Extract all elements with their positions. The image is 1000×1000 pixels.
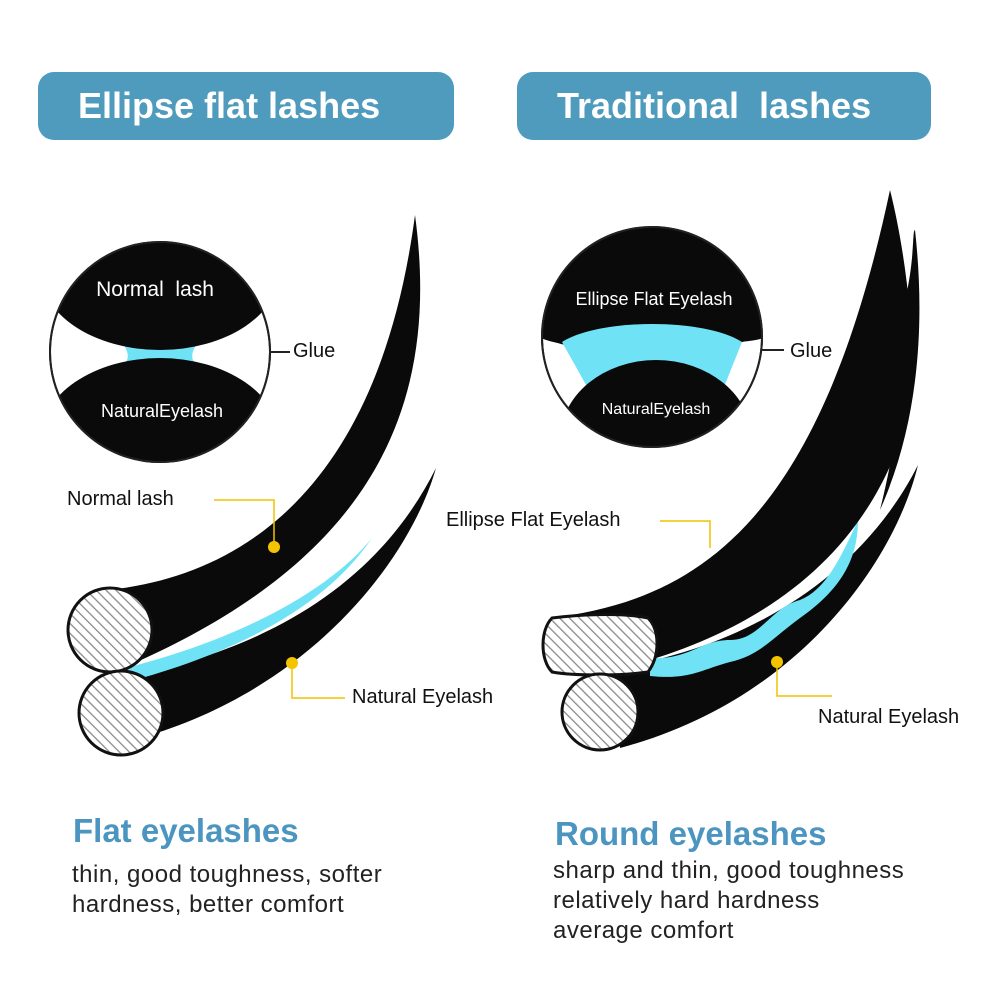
left-natural-eyelash-body [130, 468, 436, 738]
left-inset-top-label: Normal lash [96, 278, 214, 301]
round-eyelashes-description: sharp and thin, good toughness relativel… [553, 856, 904, 946]
flat-eyelashes-description: thin, good toughness, softer hardness, b… [72, 860, 382, 920]
round-description-line-3: average comfort [553, 917, 734, 944]
round-eyelashes-heading: Round eyelashes [555, 815, 827, 852]
right-inset-bottom-label: NaturalEyelash [602, 401, 711, 418]
left-normal-lash-callout: Normal lash [67, 488, 174, 510]
left-inset-bottom-label: NaturalEyelash [101, 401, 223, 421]
left-natural-eyelash-cross-section [77, 669, 165, 757]
right-flat-lash-callout-line [660, 520, 711, 548]
round-description-line-1: sharp and thin, good toughness [553, 857, 905, 884]
right-natural-eyelash-callout: Natural Eyelash [818, 706, 960, 728]
flat-description-line-2: hardness, better comfort [72, 891, 345, 918]
left-lash-illustration [66, 215, 436, 757]
right-banner-title: Traditional lashes [517, 72, 931, 140]
flat-description-line-1: thin, good toughness, softer [72, 861, 383, 888]
left-inset-top-lash [50, 242, 270, 350]
left-banner-title: Ellipse flat lashes [38, 72, 454, 140]
right-glue-strip [650, 520, 858, 677]
right-natural-eyelash-callout-dot [771, 656, 783, 668]
right-natural-eyelash-cross-section [560, 672, 640, 752]
left-inset-bottom-lash [50, 358, 270, 462]
right-inset-top-lash [542, 227, 762, 350]
right-inset-diagram [541, 226, 784, 448]
left-normal-lash-callout-line [214, 499, 275, 546]
right-flat-lash-cross-section [541, 613, 659, 677]
left-natural-eyelash-callout: Natural Eyelash [352, 686, 494, 708]
right-flat-lash-callout: Ellipse Flat Eyelash [446, 509, 621, 531]
right-glue-label: Glue [790, 340, 833, 362]
right-natural-eyelash-body [612, 465, 918, 748]
right-natural-eyelash-callout-line [776, 664, 832, 697]
right-lash-illustration [541, 190, 920, 752]
left-natural-eyelash-callout-line [291, 664, 345, 699]
flat-eyelashes-heading: Flat eyelashes [73, 812, 299, 849]
left-glue-strip [118, 538, 372, 684]
right-inset-top-label: Ellipse Flat Eyelash [575, 289, 732, 309]
left-natural-eyelash-callout-dot [286, 657, 298, 669]
left-normal-lash-callout-dot [268, 541, 280, 553]
right-flat-lash-body [550, 190, 913, 660]
left-glue-label: Glue [293, 340, 336, 362]
left-normal-lash-cross-section [66, 586, 154, 674]
left-inset-diagram [49, 241, 290, 463]
round-description-line-2: relatively hard hardness [553, 887, 820, 914]
right-inset-bottom-lash [560, 360, 752, 447]
right-flat-lash-tip [880, 230, 920, 510]
